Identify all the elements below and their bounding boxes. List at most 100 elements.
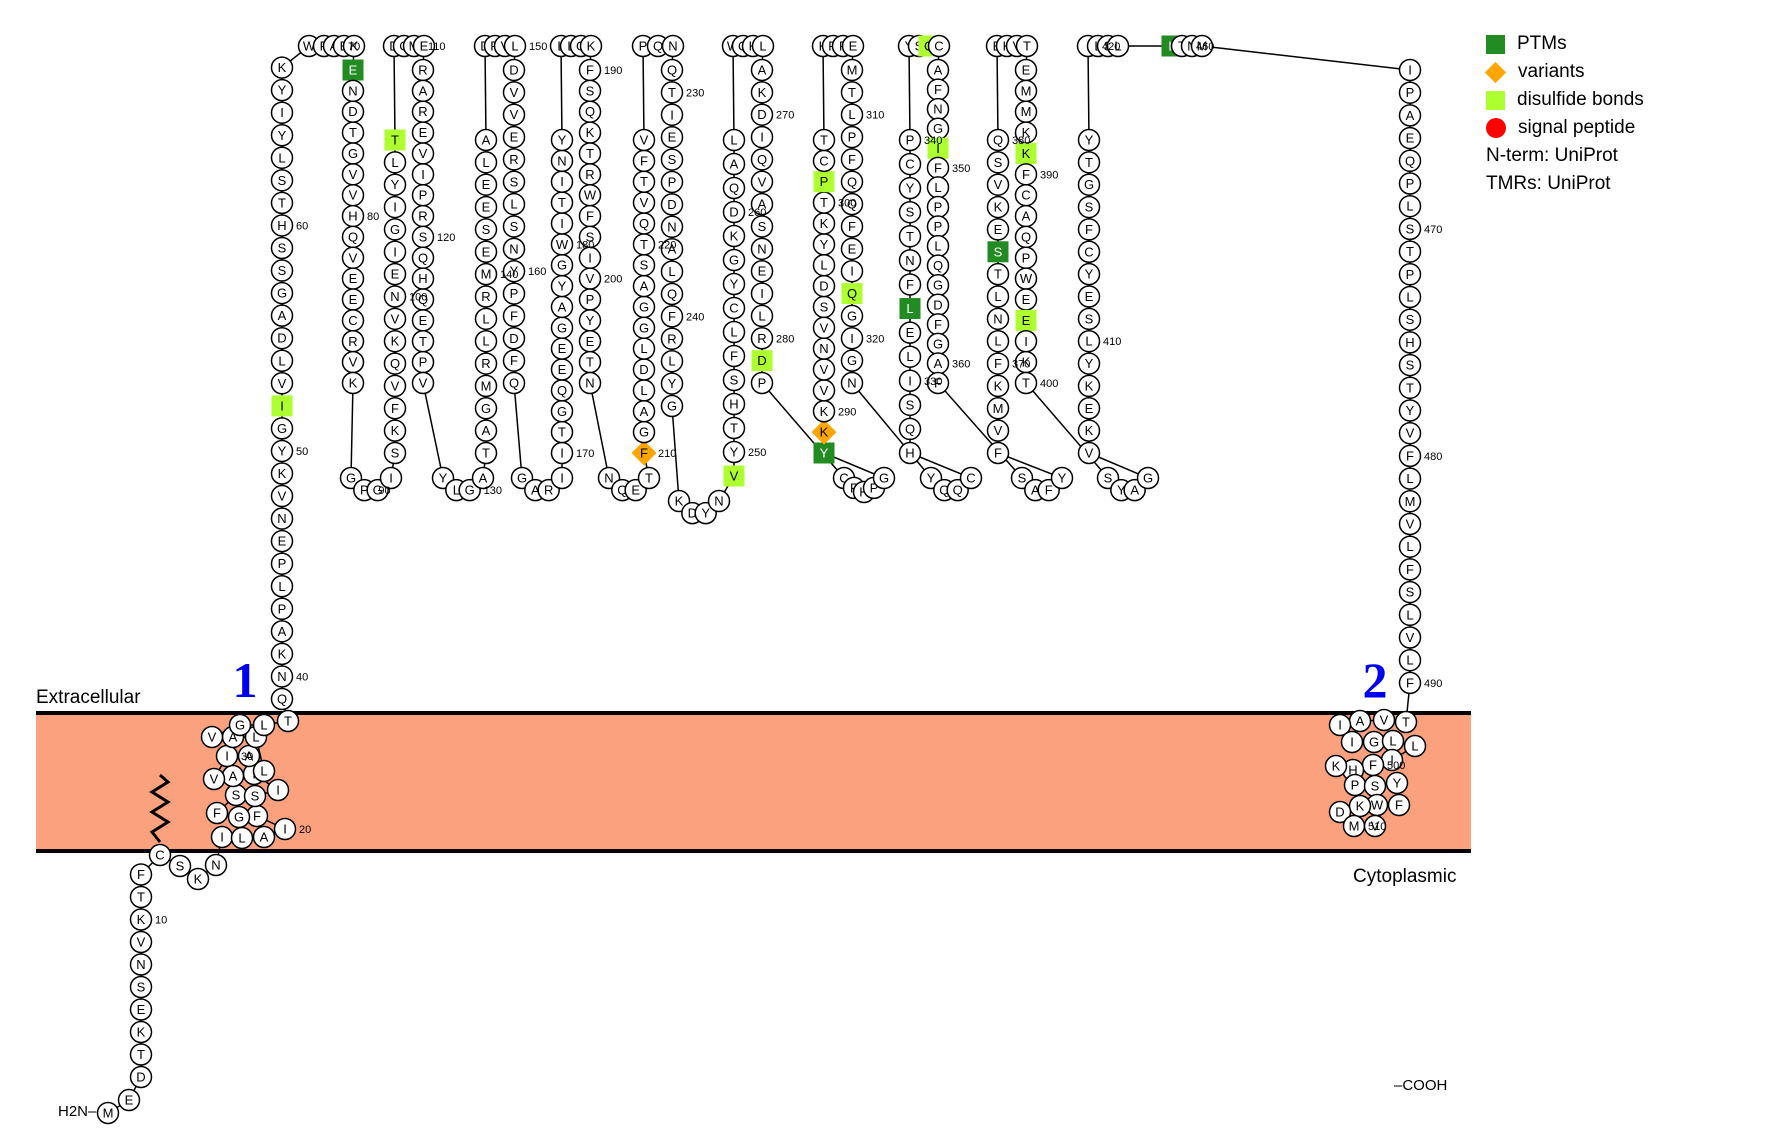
residue: S — [502, 215, 526, 238]
residue: S — [898, 200, 922, 224]
residue-letter: V — [1406, 426, 1415, 441]
residue-letter: D — [757, 107, 766, 122]
residue: P — [502, 282, 526, 305]
residue: P — [840, 125, 864, 149]
residue: Y — [812, 233, 836, 256]
residue: Y — [578, 309, 602, 332]
residue: Q — [841, 283, 863, 305]
residue: N — [660, 215, 684, 239]
residue: M — [474, 374, 498, 398]
residue: F — [502, 349, 526, 372]
residue-letter: F — [848, 219, 856, 234]
residue-letter: M — [1021, 104, 1032, 119]
residue-letter: Q — [1021, 229, 1031, 244]
residue: H — [270, 214, 294, 237]
residue-letter: A — [758, 63, 767, 78]
residue-letter: G — [277, 286, 287, 301]
residue-letter: A — [934, 63, 943, 78]
residue: N — [986, 307, 1010, 331]
residue: V — [129, 930, 153, 954]
residue-letter: S — [1104, 471, 1113, 486]
residue: L — [474, 329, 498, 353]
residue: Q — [898, 417, 922, 441]
residue: T — [1077, 151, 1101, 174]
residue-letter: S — [278, 173, 287, 188]
position-label: 100 — [409, 292, 427, 304]
residue-letter: Y — [1117, 483, 1126, 498]
residue: F — [660, 305, 684, 328]
residue-letter: L — [1114, 39, 1121, 54]
residue-letter: E — [278, 534, 287, 549]
position-label: 460 — [1196, 41, 1214, 53]
residue-letter: P — [419, 188, 428, 203]
position-label: 20 — [299, 824, 311, 836]
residue-letter: T — [1023, 39, 1031, 54]
residue: Y — [1050, 466, 1074, 490]
residue: T — [632, 233, 656, 256]
residue-letter: A — [229, 769, 238, 784]
residue-letter: A — [640, 404, 649, 419]
residue-letter: G — [933, 278, 943, 293]
residue: P — [578, 288, 602, 311]
residue-letter: L — [482, 311, 489, 326]
residue-letter: K — [1332, 759, 1341, 774]
residue-letter: V — [820, 320, 829, 335]
residue: V — [986, 419, 1010, 442]
residue-letter: P — [586, 292, 595, 307]
residue: I — [550, 212, 574, 235]
residue: Y — [1077, 352, 1101, 375]
residue-letter: T — [586, 146, 594, 161]
residue: A — [411, 79, 435, 103]
residue-letter: Y — [391, 177, 400, 192]
residue-letter: T — [419, 334, 427, 349]
residue: G — [660, 394, 684, 418]
residue-letter: S — [1406, 312, 1415, 327]
residue: W — [578, 183, 602, 207]
residue-letter: Y — [1085, 267, 1094, 282]
residue-letter: E — [586, 334, 595, 349]
residue-letter: M — [993, 401, 1004, 416]
residue: D — [502, 327, 526, 350]
residue-letter: L — [906, 349, 913, 364]
residue-letter: S — [1406, 585, 1415, 600]
residue-letter: D — [136, 1070, 145, 1085]
residue: T — [1398, 376, 1422, 400]
residue-letter: G — [234, 810, 244, 825]
residue-letter: I — [1350, 735, 1354, 750]
residue-letter: E — [1022, 63, 1031, 78]
residue: C — [812, 149, 836, 173]
residue-letter: K — [586, 125, 595, 140]
residue-letter: R — [418, 63, 427, 78]
residue: D — [750, 103, 774, 126]
residue: G — [227, 805, 251, 829]
residue: L — [1398, 648, 1422, 672]
residue: S — [986, 151, 1010, 174]
residue: A — [270, 304, 294, 327]
residue: K — [1015, 142, 1037, 164]
residue: N — [550, 149, 574, 173]
residue-letter: N — [136, 957, 145, 972]
residue: L — [502, 192, 526, 216]
residue: R — [578, 163, 602, 186]
residue: T — [550, 420, 574, 444]
residue-letter: L — [252, 730, 259, 745]
residue-letter: I — [389, 471, 393, 486]
residue-letter: K — [587, 39, 596, 54]
residue: T — [341, 121, 365, 144]
residue-letter: T — [558, 425, 566, 440]
residue-letter: D — [348, 104, 357, 119]
residue-letter: Y — [730, 445, 739, 460]
residue: Q — [578, 100, 602, 123]
residue-letter: E — [419, 313, 428, 328]
residue: S — [987, 241, 1009, 263]
residue-letter: V — [820, 383, 829, 398]
residue-letter: P — [758, 376, 767, 391]
residue: V — [632, 191, 656, 214]
residue-letter: Y — [278, 83, 287, 98]
residue-letter: P — [1022, 250, 1031, 265]
residue-letter: I — [760, 130, 764, 145]
residue-letter: L — [391, 155, 398, 170]
residue: R — [660, 327, 684, 351]
residue-letter: D — [757, 353, 766, 368]
residue-letter: D — [509, 63, 518, 78]
